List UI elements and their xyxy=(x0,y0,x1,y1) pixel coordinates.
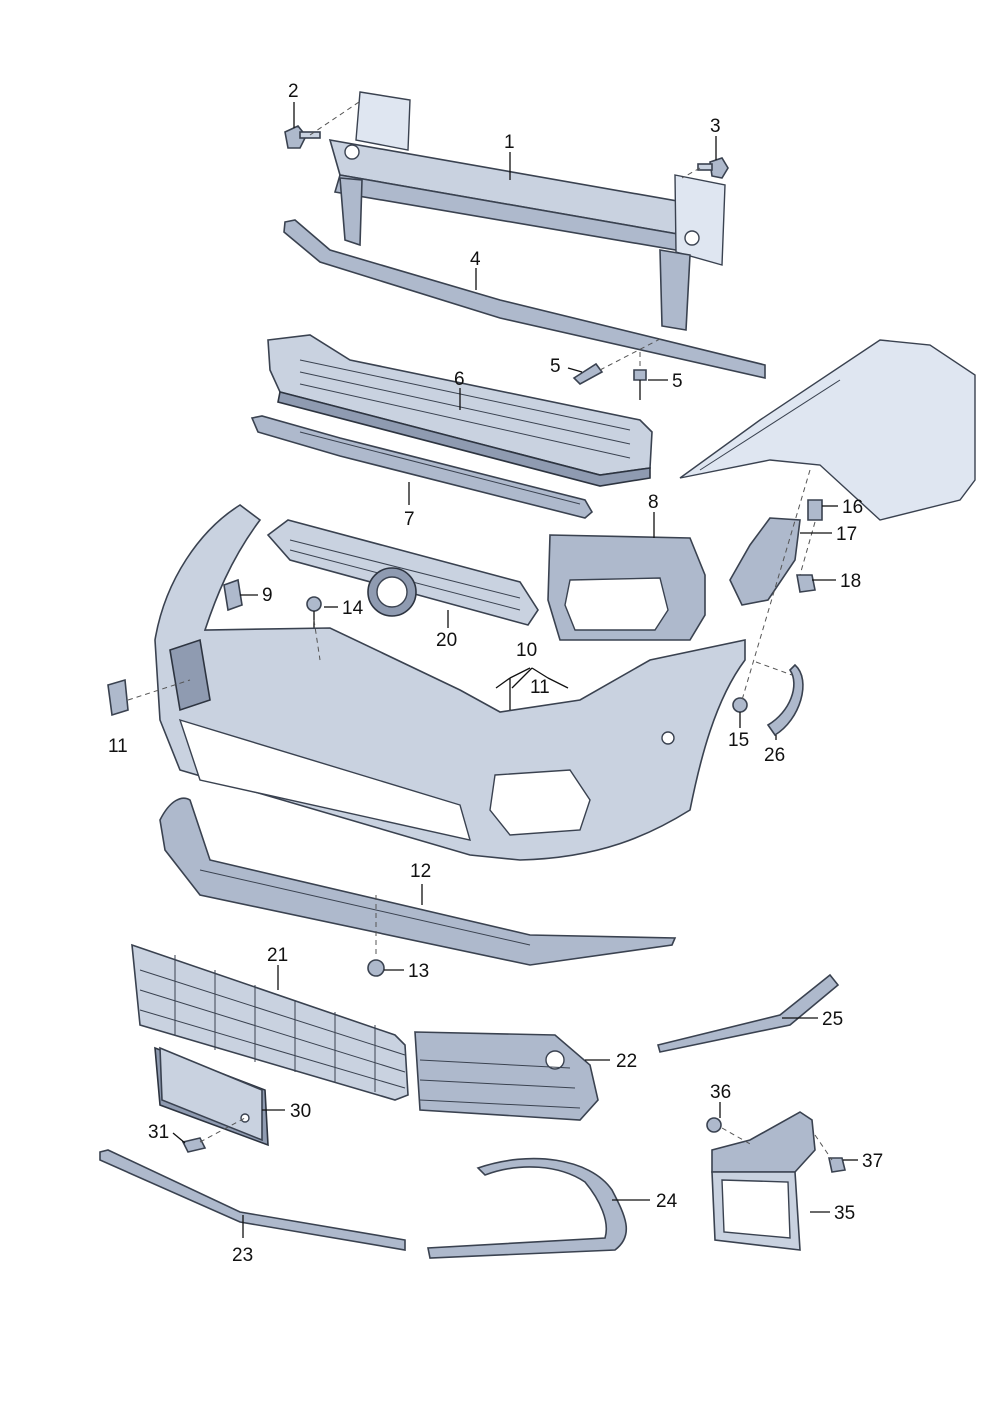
part-31-screw xyxy=(181,1137,207,1153)
part-35-air-duct xyxy=(711,1111,816,1251)
part-7-strip xyxy=(250,415,594,519)
label-12: 12 xyxy=(410,861,431,882)
part-12-spoiler xyxy=(159,797,677,966)
part-11-cap xyxy=(107,678,129,717)
label-10: 10 xyxy=(516,640,537,661)
part-37-nut xyxy=(828,1157,846,1173)
label-22: 22 xyxy=(616,1051,637,1072)
leader-lines xyxy=(172,102,858,1238)
label-24: 24 xyxy=(656,1191,678,1212)
label-15: 15 xyxy=(728,730,749,751)
part-8-bracket xyxy=(547,534,706,641)
label-20: 20 xyxy=(436,630,457,651)
label-5-right: 5 xyxy=(672,371,683,392)
part-1-reinforcement xyxy=(328,91,726,331)
part-36-screw xyxy=(706,1117,722,1133)
label-35: 35 xyxy=(834,1203,855,1224)
part-24-trim-frame xyxy=(427,1157,628,1259)
label-37: 37 xyxy=(862,1151,883,1172)
part-6-absorber xyxy=(267,334,653,487)
part-16-clip xyxy=(807,499,823,521)
label-2: 2 xyxy=(288,81,299,102)
part-15-screw xyxy=(732,697,748,713)
label-5-left: 5 xyxy=(550,356,561,377)
part-30-plate-bracket xyxy=(154,1046,269,1147)
part-labels: 1 2 3 4 5 5 6 7 8 9 10 11 11 12 13 14 15… xyxy=(108,81,883,1266)
part-2-bolt xyxy=(284,125,321,149)
label-30: 30 xyxy=(290,1101,311,1122)
part-17-bracket xyxy=(729,517,801,606)
label-7: 7 xyxy=(404,509,415,530)
part-26-trim xyxy=(766,663,804,737)
label-36: 36 xyxy=(710,1082,731,1103)
part-13-screw xyxy=(367,959,385,977)
label-9: 9 xyxy=(262,585,273,606)
label-11-left: 11 xyxy=(108,736,128,757)
label-14: 14 xyxy=(342,598,364,619)
part-4-strip xyxy=(283,219,766,380)
part-18-nut xyxy=(796,574,816,593)
label-3: 3 xyxy=(710,116,721,137)
fender xyxy=(679,339,976,521)
part-22-fog-grille xyxy=(414,1031,599,1121)
label-25: 25 xyxy=(822,1009,843,1030)
assembly-lines xyxy=(127,99,833,1161)
label-6: 6 xyxy=(454,369,465,390)
bumper-cover xyxy=(154,504,746,861)
label-1: 1 xyxy=(504,132,515,153)
label-18: 18 xyxy=(840,571,861,592)
part-9-clip xyxy=(223,578,243,612)
label-31: 31 xyxy=(148,1122,169,1143)
part-25-trim xyxy=(657,973,840,1053)
part-5-clip-right xyxy=(633,369,647,400)
part-3-bolt xyxy=(697,157,729,179)
part-20-grille xyxy=(266,519,539,626)
label-13: 13 xyxy=(408,961,429,982)
part-23-strip xyxy=(99,1149,406,1251)
label-17: 17 xyxy=(836,524,857,545)
label-26: 26 xyxy=(764,745,785,766)
label-11-top: 11 xyxy=(530,677,550,698)
label-16: 16 xyxy=(842,497,863,518)
label-21: 21 xyxy=(267,945,288,966)
label-8: 8 xyxy=(648,492,659,513)
label-23: 23 xyxy=(232,1245,253,1266)
label-4: 4 xyxy=(470,249,481,270)
part-21-lower-grille xyxy=(131,943,409,1101)
part-5-clip-left xyxy=(572,362,604,385)
